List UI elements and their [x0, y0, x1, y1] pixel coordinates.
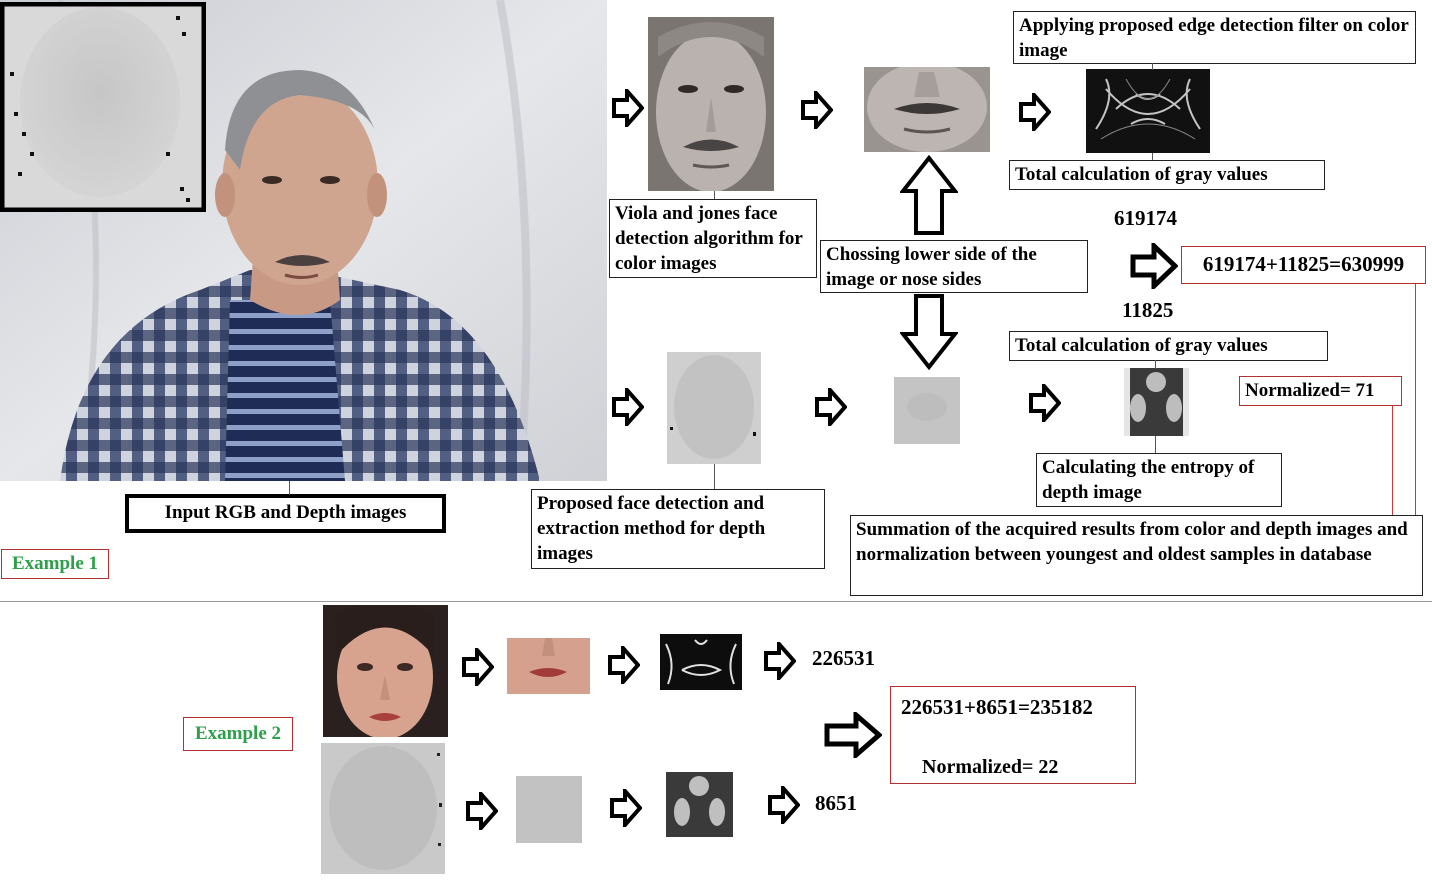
example-1-label: Example 1	[1, 549, 109, 579]
lower-side-label: Chossing lower side of the image or nose…	[820, 240, 1088, 293]
right-arrow-icon	[801, 91, 833, 129]
lower-face-crop	[864, 67, 990, 152]
example-2-depth-photo	[321, 743, 445, 874]
gray-values-depth-label: Total calculation of gray values	[1009, 331, 1328, 361]
entropy-label: Calculating the entropy of depth image	[1036, 453, 1282, 507]
connector-line	[1392, 406, 1393, 516]
right-arrow-icon	[764, 642, 796, 680]
right-arrow-icon	[608, 646, 640, 684]
example-2-normalized: Normalized= 22	[922, 756, 1059, 778]
right-arrow-icon	[612, 89, 644, 127]
depth-face-crop	[667, 352, 761, 464]
depth-entropy-image	[1124, 368, 1189, 436]
right-arrow-icon	[466, 792, 498, 830]
example-2-label: Example 2	[183, 717, 293, 751]
edge-filter-label: Applying proposed edge detection filter …	[1013, 11, 1416, 64]
example-2-depth-crop	[516, 776, 582, 843]
connector-line	[714, 464, 715, 490]
example-2-depth-value: 8651	[815, 791, 857, 815]
connector-line	[1152, 63, 1153, 70]
down-arrow-icon	[900, 294, 958, 370]
right-arrow-icon	[610, 789, 642, 827]
input-rgb-photo	[0, 0, 607, 481]
color-face-crop	[648, 17, 774, 191]
input-images-label: Input RGB and Depth images	[125, 494, 446, 533]
right-arrow-icon	[1019, 93, 1051, 131]
section-divider	[0, 601, 1432, 602]
normalized-result-box: Normalized= 71	[1239, 376, 1402, 406]
right-arrow-icon	[815, 388, 847, 426]
example-2-color-value: 226531	[812, 646, 875, 670]
example-2-entropy-image	[666, 772, 733, 837]
example-2-edge-image	[660, 634, 742, 690]
connector-line	[1152, 153, 1153, 161]
connector-line	[1415, 284, 1416, 516]
up-arrow-icon	[900, 155, 958, 235]
example-2-lower-face	[507, 638, 590, 694]
example-2-sum: 226531+8651=235182	[901, 695, 1093, 719]
right-arrow-icon	[1130, 243, 1178, 289]
connector-line	[714, 191, 715, 200]
right-arrow-icon	[612, 388, 644, 426]
gray-values-color-label: Total calculation of gray values	[1009, 160, 1325, 190]
depth-detection-label: Proposed face detection and extraction m…	[531, 489, 825, 569]
depth-image-inset	[0, 2, 206, 212]
sum-result-box: 619174+11825=630999	[1181, 246, 1426, 284]
depth-lower-crop	[894, 377, 960, 444]
edge-detection-image	[1086, 69, 1210, 153]
example-2-face-photo	[323, 605, 448, 737]
right-arrow-icon	[824, 712, 882, 758]
depth-entropy-value: 11825	[1122, 298, 1174, 322]
color-gray-sum-value: 619174	[1114, 206, 1177, 230]
connector-line	[1155, 436, 1156, 454]
viola-jones-label: Viola and jones face detection algorithm…	[609, 199, 817, 278]
right-arrow-icon	[768, 786, 800, 824]
summation-label: Summation of the acquired results from c…	[850, 515, 1423, 596]
connector-line	[289, 481, 290, 495]
connector-line	[1155, 360, 1156, 369]
right-arrow-icon	[1029, 384, 1061, 422]
right-arrow-icon	[462, 648, 494, 686]
example-2-result-box: 226531+8651=235182 Normalized= 22	[890, 686, 1136, 784]
